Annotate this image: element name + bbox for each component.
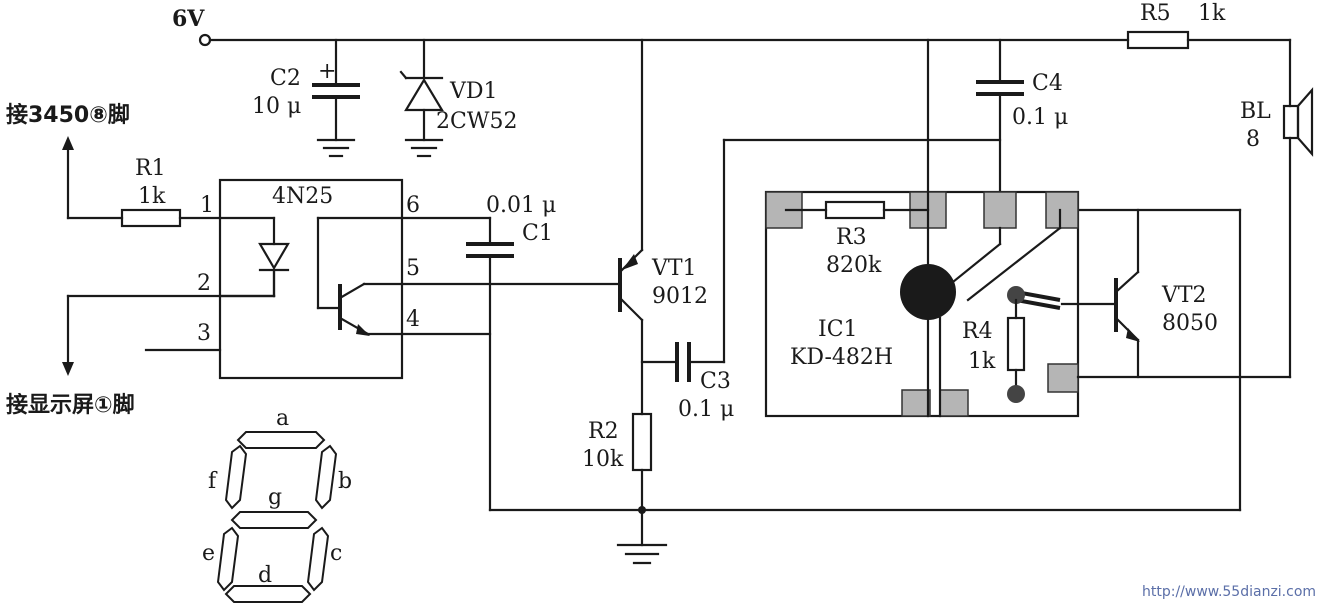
segment-c [306,526,330,592]
c1-value: 0.01 μ [486,193,556,218]
c2-plus: + [318,59,336,84]
connect-bottom-label: 接显示屏①脚 [6,393,135,418]
vt2-name: VT2 [1161,283,1207,308]
vd1-name: VD1 [449,79,498,104]
opto-pin3: 3 [197,321,211,346]
vt1-name: VT1 [651,256,697,281]
vt1-value: 9012 [652,284,708,309]
zener-vd1 [399,38,444,158]
ic1-pad-4 [1045,191,1079,229]
ic1-pad-3 [983,191,1017,229]
ic1-pad-7 [939,389,969,417]
r5-name: R5 [1140,1,1171,26]
resistor-r5 [1126,30,1190,50]
r2-name: R2 [588,419,619,444]
r1-value: 1k [138,184,166,209]
ic1-name: IC1 [818,317,858,342]
c2-name: C2 [270,66,301,91]
c3-value: 0.1 μ [678,397,734,422]
c2-value: 10 μ [252,94,301,119]
r5-value: 1k [1198,1,1226,26]
transistor-vt2 [1076,208,1292,379]
bl-name: BL [1240,99,1271,124]
seg-e-label: e [202,541,215,566]
seg-c-label: c [330,541,342,566]
r1-name: R1 [135,156,166,181]
vt2-value: 8050 [1162,311,1218,336]
opto-name: 4N25 [272,184,333,209]
seg-a-label: a [276,406,289,431]
vd1-value: 2CW52 [436,109,517,134]
bl-value: 8 [1246,127,1260,152]
input-connection-top [62,136,124,220]
seven-segment-display [216,431,338,603]
seg-g-label: g [268,485,282,510]
capacitor-c2 [312,38,360,158]
seg-b-label: b [338,469,352,494]
ic1-pad-6 [901,389,931,417]
ic1-value: KD-482H [790,345,893,370]
transistor-vt1 [618,38,644,416]
ic1-chip-blob [900,264,956,320]
ic1-board [764,38,1118,418]
opto-pin4: 4 [406,307,420,332]
connect-top-label: 接3450⑧脚 [6,103,130,128]
segment-d [224,585,312,603]
supply-rail [198,33,1292,379]
r4-name: R4 [962,319,993,344]
r3-value: 820k [826,253,882,278]
ic1-pad-5 [1047,363,1079,393]
segment-a [236,431,326,449]
segment-b [314,444,338,510]
r3-name: R3 [836,225,867,250]
resistor-r3 [824,200,886,220]
supply-terminal [198,33,212,47]
r4-value: 1k [968,349,996,374]
segment-g [230,511,318,529]
c3-name: C3 [700,369,731,394]
opto-pin2: 2 [197,271,211,296]
capacitor-c1 [400,216,514,512]
segment-f [224,444,248,510]
resistor-r2 [631,412,653,547]
opto-pin6: 6 [406,193,420,218]
opto-pin5: 5 [406,256,420,281]
c1-name: C1 [522,221,553,246]
speaker-icon [1282,87,1314,157]
ground-rail [488,208,1242,565]
seg-d-label: d [258,563,272,588]
segment-e [216,526,240,592]
resistor-r4 [1006,316,1026,372]
seg-f-label: f [208,469,218,494]
r2-value: 10k [582,447,624,472]
input-connection-bottom [62,270,276,376]
supply-label: 6V [172,6,205,32]
c4-name: C4 [1032,71,1063,96]
optocoupler-4n25 [144,178,404,380]
capacitor-c4 [976,38,1024,198]
capacitor-c3 [640,138,1002,382]
c4-value: 0.1 μ [1012,105,1068,130]
resistor-r1 [120,208,222,228]
opto-pin1: 1 [200,193,214,218]
watermark: http://www.55dianzi.com [1142,584,1316,600]
